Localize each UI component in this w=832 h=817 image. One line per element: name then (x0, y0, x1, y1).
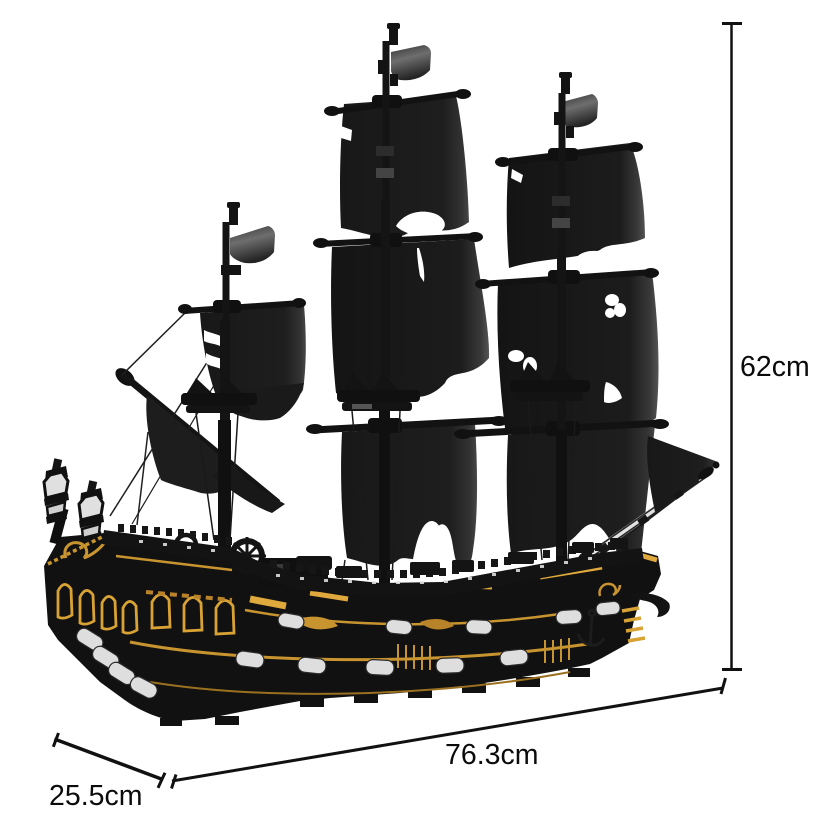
svg-text:76.3cm: 76.3cm (445, 739, 538, 771)
svg-text:62cm: 62cm (740, 351, 810, 383)
svg-text:25.5cm: 25.5cm (49, 780, 142, 812)
